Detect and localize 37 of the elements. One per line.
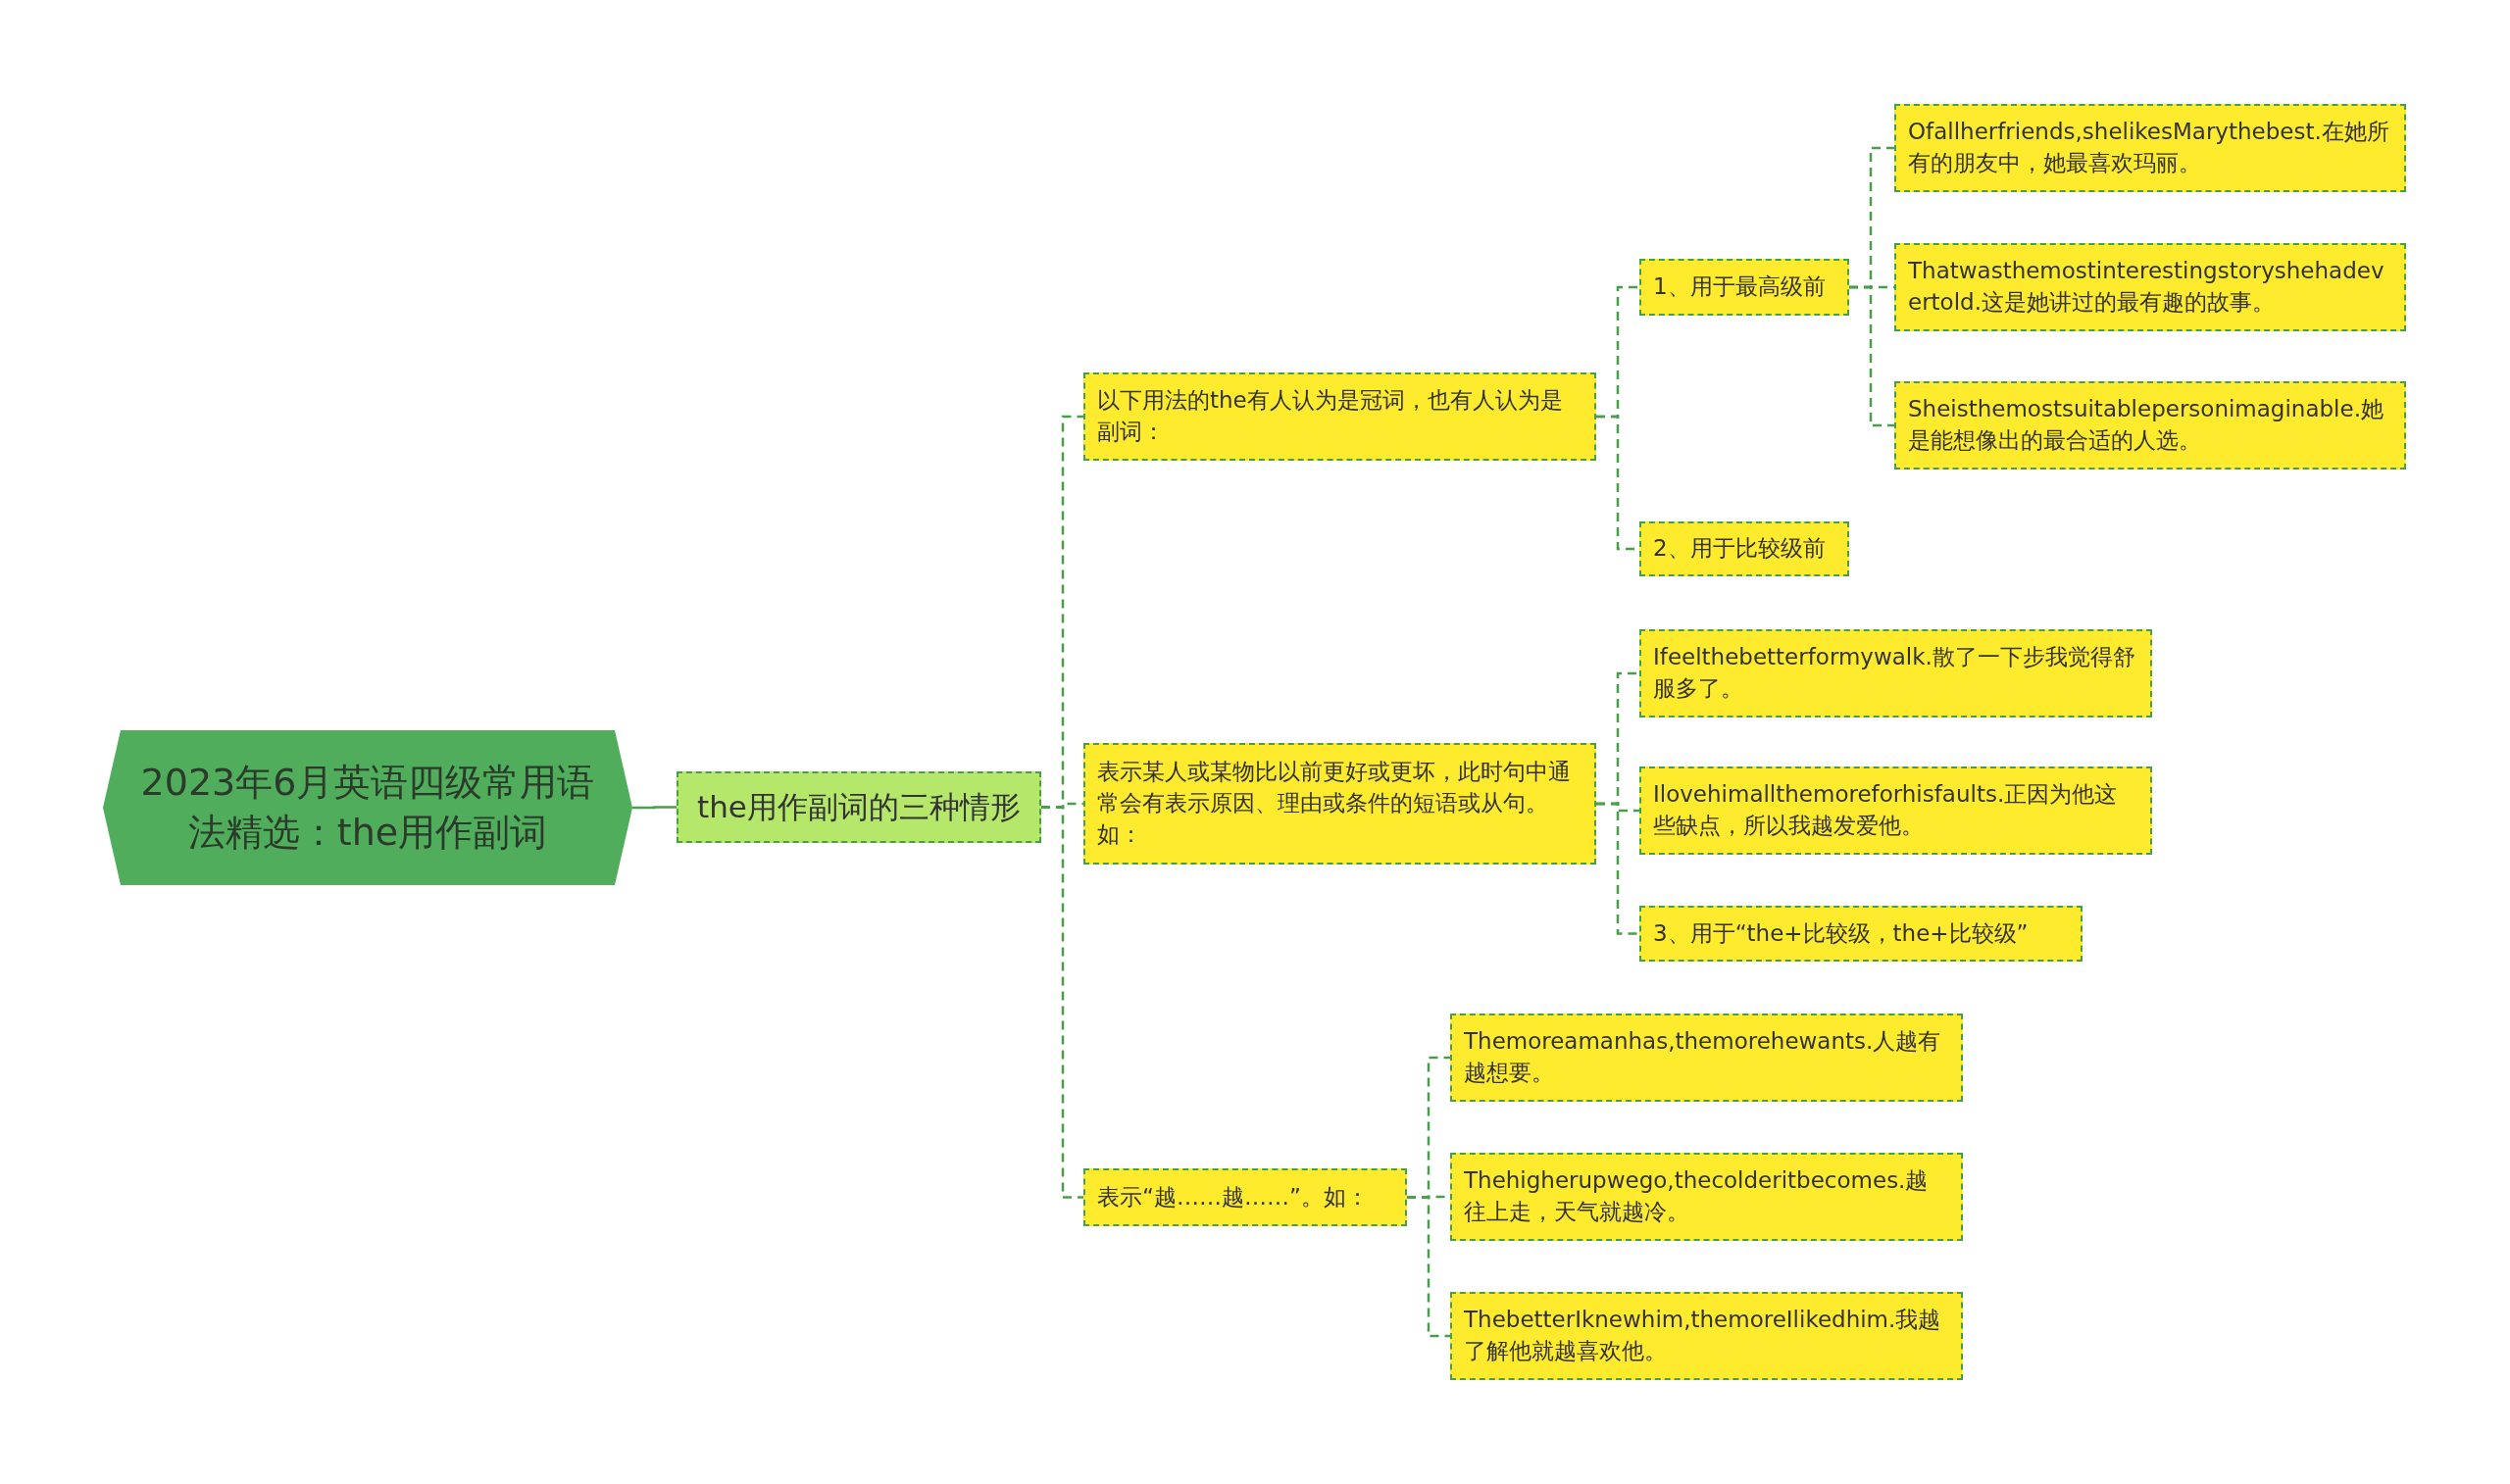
connector-line (1596, 802, 1639, 935)
topic-box (1450, 1292, 1963, 1380)
connector-line (632, 806, 677, 810)
topic-box (1639, 259, 1849, 316)
topic-text: 表示某人或某物比以前更好或更坏，此时句中通常会有表示原因、理由或条件的短语或从句。如： (1097, 758, 1572, 849)
topic-text: Ofallherfriends,shelikesMarythebest.在她所有的朋友中，她最喜欢玛丽。 (1908, 118, 2390, 177)
topic-text: 表示“越……越……”。如： (1097, 1182, 1369, 1212)
topic-text: 1、用于最高级前 (1653, 272, 1826, 302)
topic-box (1894, 243, 2406, 331)
topic-text: the用作副词的三种情形 (697, 787, 1021, 826)
topic-text: Sheisthemostsuitablepersonimaginable.她是能想像出的最合适的人选。 (1908, 395, 2384, 455)
topic-text: 2023年6月英语四级常用语法精选：the用作副词 (139, 759, 596, 856)
topic-box (1450, 1153, 1963, 1241)
topic-text: 2、用于比较级前 (1653, 534, 1826, 564)
topic-box (1639, 906, 2083, 962)
topic-text: 3、用于“the+比较级，the+比较级” (1653, 918, 2029, 948)
topic-box (1450, 1014, 1963, 1102)
connector-line (1407, 1196, 1450, 1338)
topic-text: ThebetterIknewhim,themoreIlikedhim.我越了解他就越喜欢他。 (1464, 1306, 1942, 1365)
topic-text: Ilovehimallthemoreforhisfaults.正因为他这些缺点，所以我越发爱他。 (1653, 780, 2119, 840)
topic-text: 以下用法的the有人认为是冠词，也有人认为是副词： (1097, 386, 1564, 446)
connector-line (1849, 285, 1894, 427)
root-topic-hexagon (103, 730, 632, 885)
topic-text: Thehigherupwego,thecolderitbecomes.越往上走，天气就越冷。 (1464, 1166, 1930, 1226)
topic-box (1894, 104, 2406, 192)
topic-box (1639, 521, 1849, 576)
topic-box (1639, 767, 2152, 855)
topic-box (1894, 381, 2406, 470)
branch-topic-box (677, 771, 1041, 843)
topic-box (1639, 629, 2152, 717)
topic-box (1083, 1168, 1407, 1226)
topic-text: Themoreamanhas,themorehewants.人越有越想要。 (1464, 1027, 1942, 1087)
topic-box (1083, 743, 1596, 865)
topic-text: Ifeelthebetterformywalk.散了一下步我觉得舒服多了。 (1653, 643, 2136, 703)
connector-line (1041, 806, 1083, 1199)
topic-box (1083, 372, 1596, 461)
topic-text: Thatwasthemostinterestingstoryshehadevertold.这是她讲过的最有趣的故事。 (1908, 257, 2385, 317)
